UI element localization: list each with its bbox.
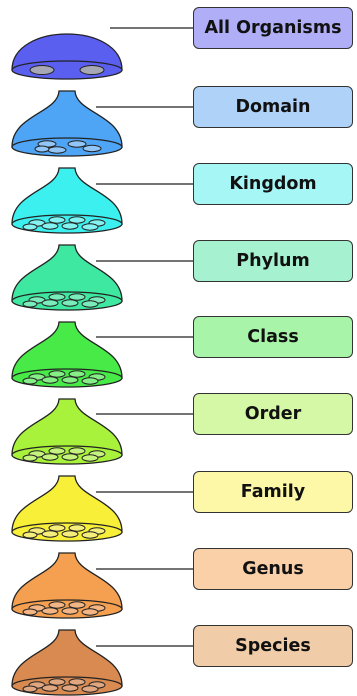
- pore: [22, 454, 38, 462]
- pore: [41, 530, 59, 538]
- pore: [48, 524, 66, 532]
- pore: [81, 377, 99, 385]
- pore: [61, 222, 79, 230]
- bell-genus: [11, 552, 123, 619]
- pore: [61, 376, 79, 384]
- pore: [81, 608, 99, 616]
- pore: [81, 223, 99, 231]
- pore: [82, 144, 102, 153]
- label-species: Species: [193, 625, 353, 667]
- bell-kingdom: [11, 167, 123, 234]
- pore: [81, 531, 99, 539]
- pore: [22, 223, 38, 231]
- pore: [34, 145, 50, 153]
- label-domain: Domain: [193, 86, 353, 128]
- pore: [48, 678, 66, 686]
- pore: [61, 453, 79, 461]
- pore: [48, 216, 66, 224]
- pore: [68, 216, 86, 224]
- pore: [79, 65, 105, 75]
- pore: [61, 684, 79, 692]
- pore: [22, 685, 38, 693]
- label-all-organisms: All Organisms: [193, 7, 353, 49]
- pore: [22, 531, 38, 539]
- pore: [61, 530, 79, 538]
- pore: [48, 601, 66, 609]
- pore: [22, 608, 38, 616]
- pore: [68, 447, 86, 455]
- pore: [61, 607, 79, 615]
- bell-class: [11, 321, 123, 388]
- pore: [41, 222, 59, 230]
- pore: [47, 146, 67, 154]
- pore: [41, 299, 59, 307]
- pore: [81, 685, 99, 693]
- pore: [41, 684, 59, 692]
- label-genus: Genus: [193, 548, 353, 590]
- label-family: Family: [193, 471, 353, 513]
- label-class: Class: [193, 316, 353, 358]
- pore: [67, 140, 87, 148]
- pore: [48, 447, 66, 455]
- bell-family: [11, 475, 123, 542]
- bell-phylum: [11, 244, 123, 311]
- pore: [22, 377, 38, 385]
- pore: [48, 370, 66, 378]
- pore: [68, 524, 86, 532]
- bell-all-organisms: [11, 33, 123, 80]
- pore: [68, 293, 86, 301]
- pore: [22, 300, 38, 308]
- pore: [61, 299, 79, 307]
- bell-domain: [11, 90, 123, 157]
- pore: [29, 65, 55, 75]
- pore: [68, 601, 86, 609]
- label-kingdom: Kingdom: [193, 163, 353, 205]
- pore: [68, 370, 86, 378]
- pore: [81, 300, 99, 308]
- bell-order: [11, 398, 123, 465]
- label-phylum: Phylum: [193, 240, 353, 282]
- pore: [41, 376, 59, 384]
- bell-species: [11, 629, 123, 696]
- pore: [48, 293, 66, 301]
- label-order: Order: [193, 393, 353, 435]
- pore: [68, 678, 86, 686]
- pore: [41, 607, 59, 615]
- pore: [41, 453, 59, 461]
- pore: [81, 454, 99, 462]
